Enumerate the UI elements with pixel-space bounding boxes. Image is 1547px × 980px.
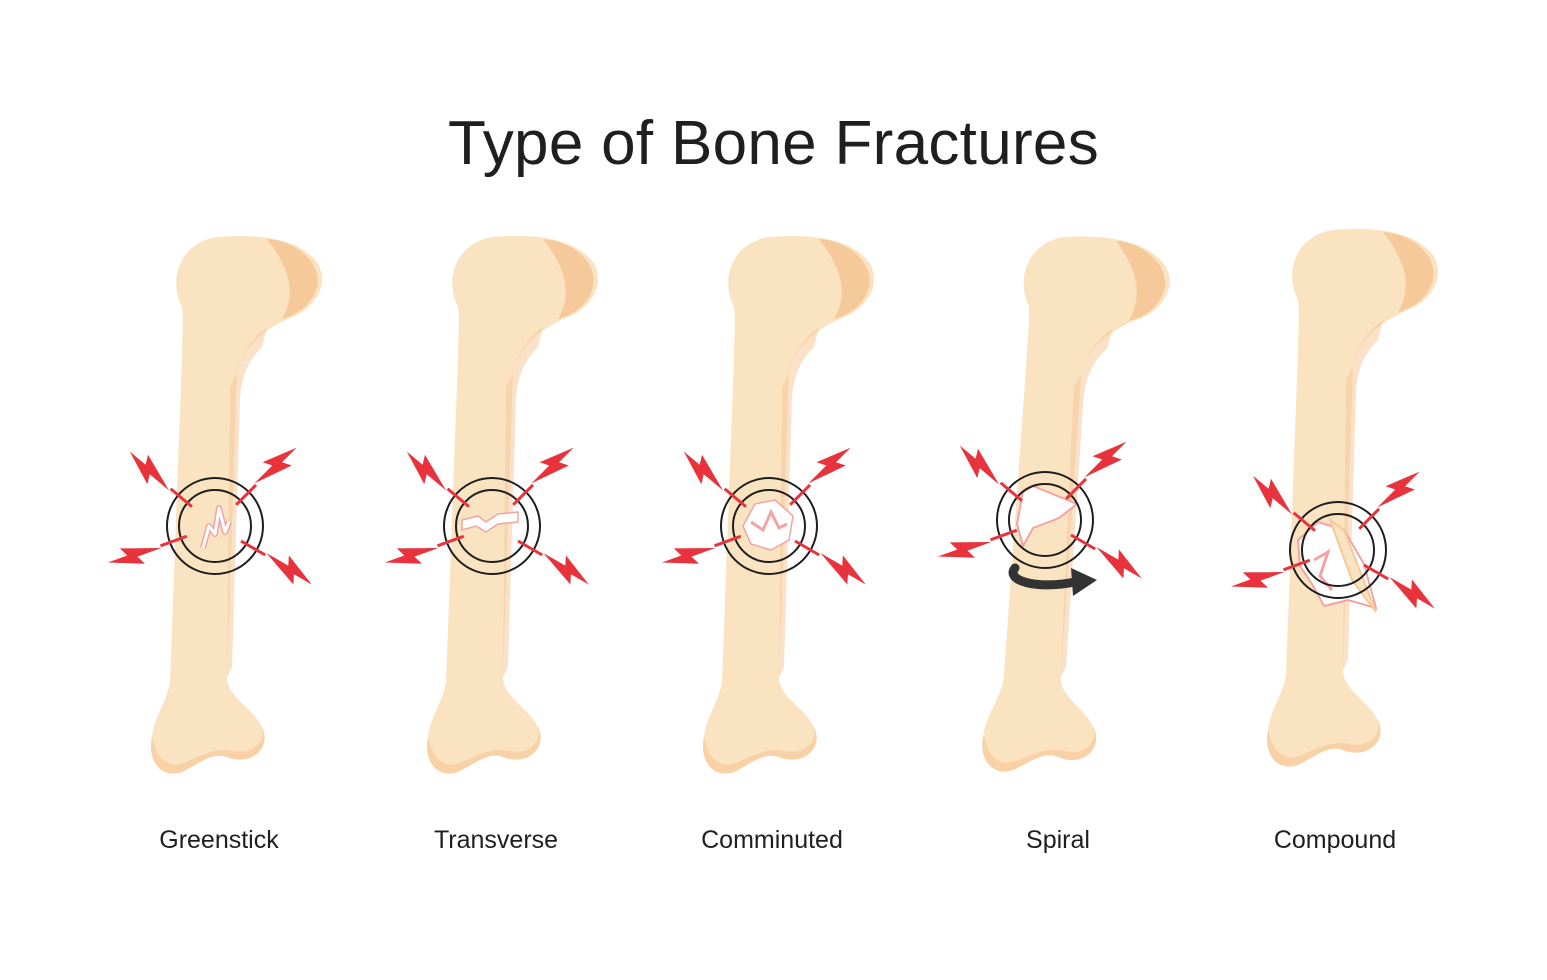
pain-line	[999, 481, 1023, 502]
pain-indicator	[934, 431, 1149, 587]
bone-transverse-fracture-icon	[381, 236, 599, 774]
fracture-mark	[1008, 484, 1097, 596]
pain-bolt-icon	[104, 535, 165, 576]
pain-line	[240, 539, 266, 557]
pain-line	[436, 534, 465, 548]
pain-ring-inner	[178, 489, 252, 563]
bone-icon	[703, 236, 875, 774]
pain-bolt-icon	[1227, 559, 1288, 600]
bone-spiral-fracture-icon	[934, 233, 1172, 777]
pain-indicator	[658, 437, 873, 593]
pain-indicator	[1227, 461, 1442, 617]
pain-line	[1358, 507, 1381, 530]
pain-bolt-icon	[397, 444, 455, 498]
pain-line	[1363, 563, 1389, 581]
pain-ring-outer	[443, 477, 541, 575]
pain-bolt-icon	[259, 545, 319, 593]
fracture-mark	[742, 499, 794, 551]
pain-bolt-icon	[524, 437, 581, 494]
pain-line	[517, 539, 543, 557]
pain-ring-inner	[1008, 483, 1082, 557]
pain-line	[1070, 533, 1096, 551]
pain-ring-outer	[1289, 501, 1387, 599]
pain-bolt-icon	[536, 545, 596, 593]
pain-bolt-icon	[1077, 431, 1134, 488]
pain-bolt-icon	[674, 444, 732, 498]
bone-icon	[427, 236, 599, 774]
fracture-mark	[200, 505, 232, 549]
pain-line	[989, 528, 1018, 542]
pain-bolt-icon	[1370, 461, 1427, 518]
pain-bolt-icon	[934, 529, 995, 570]
bone-compound-fracture-icon	[1227, 229, 1442, 767]
pain-line	[169, 487, 193, 508]
rotation-arrow-icon	[1008, 563, 1080, 590]
rotation-arrow-head	[1071, 568, 1097, 596]
pain-bolt-icon	[1089, 539, 1149, 587]
pain-bolt-icon	[658, 535, 719, 576]
pain-bolt-icon	[1382, 569, 1442, 617]
pain-line	[789, 483, 812, 506]
pain-ring-inner	[455, 489, 529, 563]
pain-ring-outer	[996, 471, 1094, 569]
pain-line	[512, 483, 535, 506]
label-compound: Compound	[1273, 826, 1397, 854]
pain-bolt-icon	[950, 438, 1008, 492]
pain-line	[235, 483, 258, 506]
pain-indicator	[381, 437, 596, 593]
pain-indicator	[104, 437, 319, 593]
pain-ring-inner	[1301, 513, 1375, 587]
label-spiral: Spiral	[1026, 826, 1090, 854]
pain-ring-outer	[720, 477, 818, 575]
pain-ring-inner	[732, 489, 806, 563]
pain-bolt-icon	[381, 535, 442, 576]
pain-bolt-icon	[120, 444, 178, 498]
label-greenstick: Greenstick	[159, 826, 279, 854]
pain-line	[446, 487, 470, 508]
pain-line	[713, 534, 742, 548]
pain-line	[1282, 558, 1311, 572]
pain-bolt-icon	[247, 437, 304, 494]
page-title: Type of Bone Fractures	[447, 109, 1100, 178]
pain-ring-outer	[166, 477, 264, 575]
pain-line	[1292, 511, 1316, 532]
label-comminuted: Comminuted	[701, 826, 843, 854]
pain-bolt-icon	[813, 545, 873, 593]
fracture-mark	[461, 511, 519, 533]
bone-greenstick-fracture-icon	[104, 236, 323, 774]
bone-icon	[1267, 229, 1439, 767]
pain-bolt-icon	[801, 437, 858, 494]
label-transverse: Transverse	[433, 826, 559, 854]
pain-line	[159, 534, 188, 548]
pain-line	[1065, 477, 1088, 500]
pain-line	[723, 487, 747, 508]
bone-comminuted-fracture-icon	[658, 236, 875, 774]
pain-line	[794, 539, 820, 557]
